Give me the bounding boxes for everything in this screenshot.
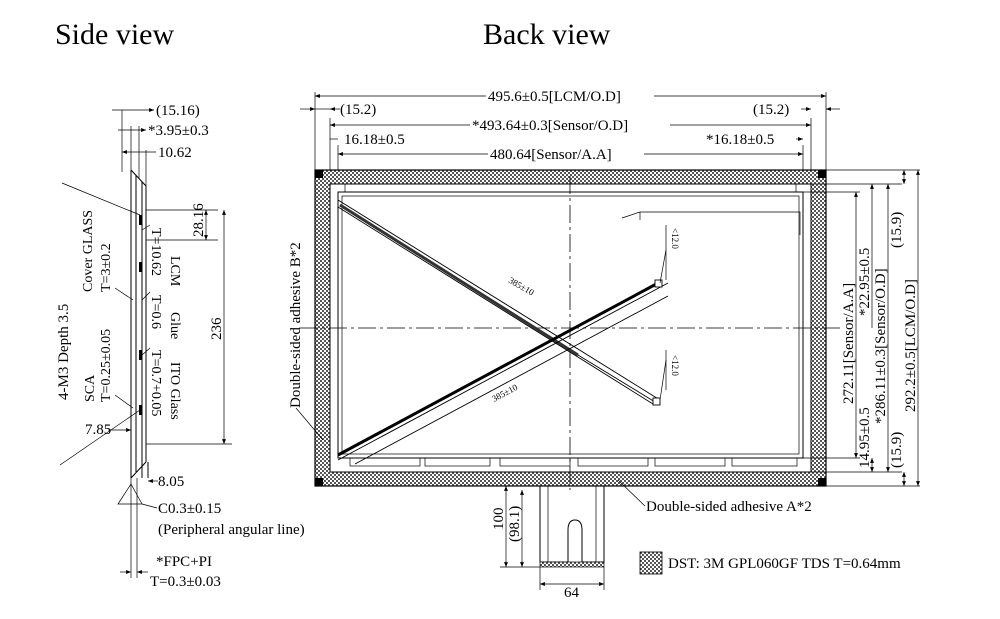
dim-272-11: 272.11[Sensor/A.A] [841, 283, 857, 404]
back-view: 495.6±0.5[LCM/O.D] (15.2) (15.2) *493.64… [288, 86, 920, 601]
ito-label: ITO Glass [167, 362, 182, 420]
cover-glass-thickness: T=3±0.2 [99, 243, 114, 292]
flex-cable-1 [337, 199, 661, 406]
fpc-thickness: T=0.3±0.03 [150, 574, 221, 590]
fpc-dim-98-1: (98.1) [507, 506, 523, 542]
dim-236: 236 [209, 317, 225, 340]
bottom-tabs [349, 457, 798, 467]
dim-14-95: 14.95±0.5 [857, 407, 873, 468]
fpc-dim-64: 64 [564, 585, 580, 601]
fpc-tail [539, 486, 605, 568]
lcm-thickness: T=10.62 [148, 228, 163, 276]
flex-cable-2 [337, 280, 669, 465]
dim-left-15-2: (15.2) [340, 102, 376, 118]
cover-glass-label: Cover GLASS [81, 210, 96, 292]
dim-10-62: 10.62 [158, 145, 192, 161]
sca-thickness: T=0.25±0.05 [99, 329, 114, 402]
dim-3-95: *3.95±0.3 [148, 123, 209, 139]
dim-right-16-18: *16.18±0.5 [706, 132, 774, 148]
fpc-dim-100: 100 [491, 508, 507, 531]
dst-legend-text: DST: 3M GPL060GF TDS T=0.64mm [668, 556, 901, 572]
back-view-title: Back view [483, 18, 611, 51]
dim-sensor-od: *493.64±0.3[Sensor/O.D] [472, 118, 628, 134]
dim-7-85: 7.85 [85, 422, 111, 438]
peripheral-line-label: (Peripheral angular line) [158, 522, 305, 538]
adhesive-b-label: Double-sided adhesive B*2 [288, 242, 304, 408]
dim-c0-3: C0.3±0.15 [158, 501, 221, 517]
legend: DST: 3M GPL060GF TDS T=0.64mm [639, 551, 901, 575]
sca-label: SCA [83, 374, 98, 402]
dim-28-16: 28.16 [191, 203, 207, 237]
dim-left-16-18: 16.18±0.5 [344, 132, 405, 148]
side-view-title: Side view [55, 18, 174, 51]
lcm-label: LCM [167, 256, 182, 287]
glue-label: Glue [167, 312, 182, 339]
dim-right-15-2: (15.2) [753, 102, 789, 118]
dim-286-11: *286.11±0.3[Sensor/O.D] [873, 268, 889, 424]
dim-292-2: 292.2±0.5[LCM/O.D] [903, 279, 919, 412]
dim-8-05: 8.05 [158, 474, 184, 490]
tail-length-1: <12.0 [670, 228, 680, 249]
dim-15-9-top: (15.9) [889, 212, 905, 248]
dim-15-16: (15.16) [156, 103, 200, 119]
tail-length-2: <12.0 [670, 355, 680, 376]
dim-lcm-od: 495.6±0.5[LCM/O.D] [488, 89, 621, 105]
glue-thickness: T=0.6 [148, 295, 163, 329]
dim-sensor-aa: 480.64[Sensor/A.A] [490, 147, 612, 163]
fpc-pi-label: *FPC+PI [156, 554, 212, 570]
ito-thickness: T=0.7+0.05 [148, 350, 163, 416]
side-view: (15.16) *3.95±0.3 10.62 4-M3 Depth 3.5 C… [56, 103, 305, 590]
dim-15-9-bot: (15.9) [889, 432, 905, 468]
depth-label: 4-M3 Depth 3.5 [56, 304, 72, 400]
adhesive-a-label: Double-sided adhesive A*2 [646, 499, 812, 515]
dst-swatch [639, 551, 663, 575]
dim-22-95: *22.95±0.5 [857, 248, 873, 316]
